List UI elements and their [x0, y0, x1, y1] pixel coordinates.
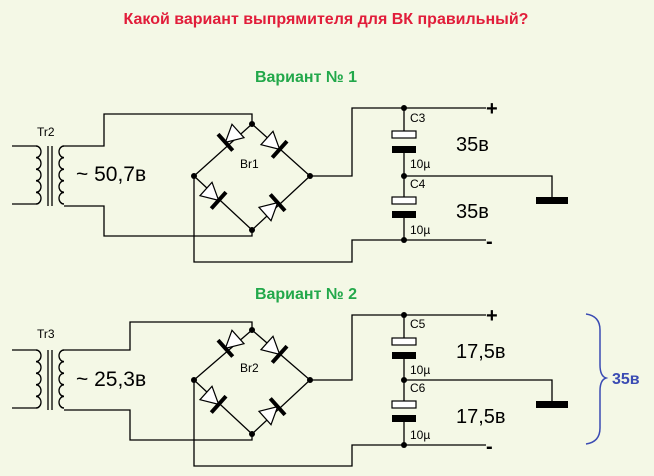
minus-terminal: - — [486, 231, 493, 253]
bridge-label: Br1 — [240, 157, 259, 171]
plus-terminal: + — [486, 98, 498, 120]
svg-text:10µ: 10µ — [410, 157, 430, 171]
svg-text:10µ: 10µ — [410, 428, 430, 442]
minus-terminal: - — [486, 436, 493, 458]
brace-label: 35в — [612, 371, 640, 388]
bridge-br2: Br2 — [191, 326, 313, 437]
svg-text:C3: C3 — [410, 111, 426, 125]
transformer-label: Tr3 — [37, 327, 55, 341]
svg-text:C4: C4 — [410, 177, 426, 191]
page-title: Какой вариант выпрямителя для ВК правиль… — [124, 11, 529, 28]
bridge-label: Br2 — [240, 361, 259, 375]
cap-bottom-voltage: 35в — [456, 201, 489, 223]
svg-text:C5: C5 — [410, 317, 426, 331]
transformer-tr2: Tr2 — [12, 125, 65, 206]
capacitor-c3: C3 10µ — [391, 108, 430, 176]
svg-text:10µ: 10µ — [410, 223, 430, 237]
variant-1-heading: Вариант № 1 — [255, 69, 357, 86]
variant-2: Вариант № 2 Tr3 ~ 25,3в Br2 — [12, 286, 640, 467]
ac-voltage-label: ~ 50,7в — [76, 163, 146, 186]
capacitor-c6: C6 10µ — [391, 380, 430, 445]
transformer-label: Tr2 — [37, 125, 55, 139]
ground-icon — [536, 197, 568, 204]
svg-text:10µ: 10µ — [410, 363, 430, 377]
capacitor-c4: C4 10µ — [391, 176, 430, 240]
ground-icon — [536, 401, 568, 408]
plus-terminal: + — [486, 305, 498, 327]
svg-text:C6: C6 — [410, 381, 426, 395]
bridge-br1: Br1 — [191, 120, 313, 233]
variant-1: Вариант № 1 Tr2 ~ 50,7в Br1 — [12, 69, 568, 263]
cap-top-voltage: 17,5в — [456, 341, 506, 363]
transformer-tr3: Tr3 — [12, 327, 65, 410]
cap-bottom-voltage: 17,5в — [456, 406, 506, 428]
brace-icon — [585, 313, 609, 445]
capacitor-c5: C5 10µ — [391, 315, 430, 380]
cap-top-voltage: 35в — [456, 134, 489, 156]
ac-voltage-label: ~ 25,3в — [76, 368, 146, 391]
variant-2-heading: Вариант № 2 — [255, 286, 357, 303]
